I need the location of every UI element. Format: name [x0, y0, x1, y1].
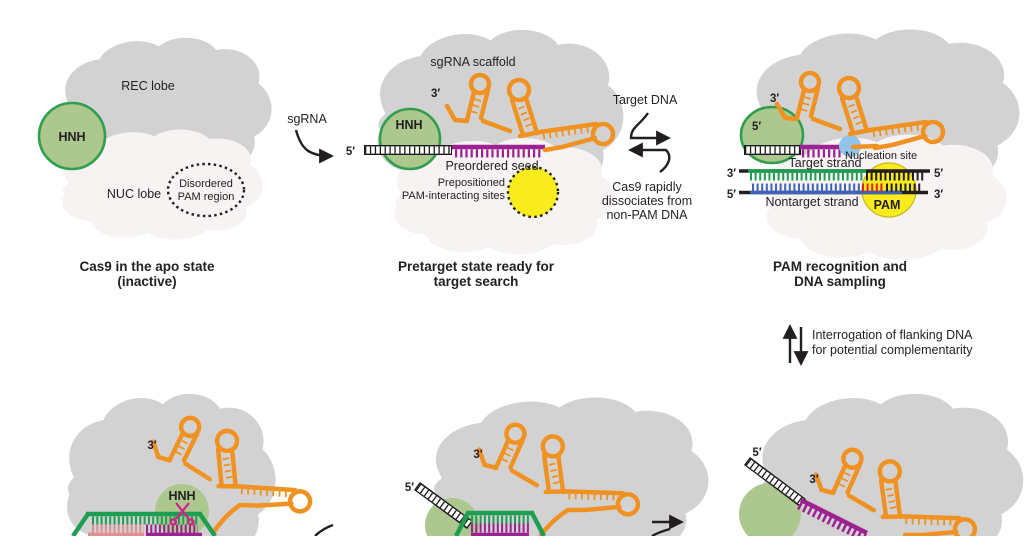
nucleation-circle [839, 135, 861, 157]
pam-interacting-sites-circle [506, 165, 560, 219]
pretarget-hnh-label: HNH [395, 118, 422, 132]
dissociate-label-3: non-PAM DNA [606, 208, 688, 222]
dissociate-label-1: Cas9 rapidly [612, 180, 682, 194]
pretarget-5prime: 5′ [346, 146, 355, 158]
bl-hnh-label: HNH [168, 489, 195, 503]
bl-sgrna-connector [210, 502, 243, 536]
disordered-label-2: PAM region [178, 191, 235, 203]
panel-pretarget-state: sgRNA scaffold HNH 3′ 5′ Preordered seed… [346, 29, 624, 289]
interrogation-transition: Interrogation of flanking DNA for potent… [782, 324, 973, 366]
prepositioned-label-1: Prepositioned [438, 177, 505, 189]
apo-caption-2: (inactive) [117, 274, 176, 289]
duplex-top-right-5prime: 5′ [934, 168, 943, 180]
pam-sgrna-5prime: 5′ [752, 121, 761, 133]
br-5prime-strand [744, 457, 806, 507]
prepositioned-label-2: PAM-interacting sites [402, 190, 506, 202]
target-dna-label: Target DNA [613, 93, 678, 107]
nucleation-site-label: Nucleation site [845, 150, 917, 162]
panel-bottom-left: 3′ HNH [66, 393, 334, 536]
bl-equilibrium-arrow-fragment [314, 523, 334, 536]
duplex-top-left-3prime: 3′ [727, 168, 736, 180]
pam-sgrna-3prime: 3′ [770, 93, 779, 105]
sgrna-arrow [294, 129, 334, 164]
nuc-lobe-label: NUC lobe [107, 187, 161, 201]
br-3prime: 3′ [809, 474, 818, 486]
preordered-seed-label: Preordered seed [445, 159, 538, 173]
scissors-icon [169, 502, 195, 526]
apo-caption-1: Cas9 in the apo state [79, 259, 215, 274]
duplex-bottom-left-5prime: 5′ [727, 189, 736, 201]
bl-rloop [71, 511, 217, 536]
pam-caption-1: PAM recognition and [773, 259, 907, 274]
hnh-label: HNH [58, 130, 85, 144]
sgrna-loading-transition: sgRNA [287, 112, 334, 164]
pretarget-caption-2: target search [434, 274, 519, 289]
br-5prime: 5′ [752, 447, 761, 459]
target-strand-label: Target strand [789, 156, 862, 170]
bm-5prime-strand [414, 481, 473, 530]
equilibrium-arrow-reverse [628, 142, 671, 173]
dissociate-label-2: dissociates from [602, 194, 692, 208]
rec-lobe-label: REC lobe [121, 79, 175, 93]
pretarget-3prime: 3′ [431, 88, 440, 100]
preordered-seed-comb [452, 144, 545, 158]
disordered-pam-region-outline [166, 162, 246, 218]
duplex-bottom-right-3prime: 3′ [934, 189, 943, 201]
br-seed-comb [796, 497, 869, 536]
pretarget-caption-1: Pretarget state ready for [398, 259, 555, 274]
pam-seed-comb [800, 144, 844, 158]
pam-label: PAM [874, 198, 901, 212]
hnh-domain [37, 101, 107, 171]
disordered-label-1: Disordered [179, 178, 233, 190]
panel-bottom-middle: 5′ 3′ [405, 397, 709, 536]
bm-5prime: 5′ [405, 482, 414, 494]
target-dna-transition: Target DNA Cas9 rapidly dissociates from… [602, 93, 692, 222]
bm-reverse-arrow-fragment [651, 527, 671, 536]
nontarget-strand-label: Nontarget strand [765, 195, 858, 209]
panel-bottom-right: 5′ 3′ [739, 393, 1024, 536]
panel-apo-state: REC lobe NUC lobe HNH Disordered PAM reg… [37, 37, 272, 289]
sgrna-connector [850, 143, 880, 150]
br-hnh-domain [739, 483, 801, 536]
bm-rloop [454, 510, 546, 536]
panel-pam-recognition: 5′ 3′ Nucleation site Target strand Nont… [727, 29, 1020, 289]
pam-caption-2: DNA sampling [794, 274, 886, 289]
interrogation-label-2: for potential complementarity [812, 343, 973, 357]
interrogation-label-1: Interrogation of flanking DNA [812, 328, 973, 342]
dna-duplex [739, 169, 930, 195]
sgrna-scaffold-label: sgRNA scaffold [430, 55, 515, 69]
bl-3prime: 3′ [147, 440, 156, 452]
bm-3prime: 3′ [473, 449, 482, 461]
sgrna-arrow-label: sgRNA [287, 112, 327, 126]
equilibrium-arrow-forward [629, 112, 671, 146]
